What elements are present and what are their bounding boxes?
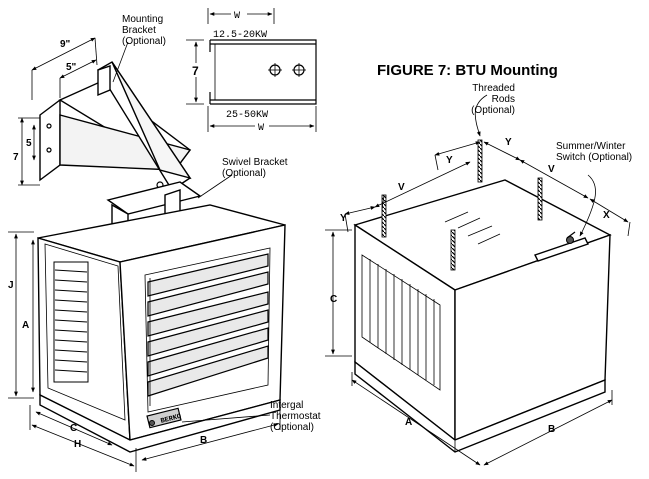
inset-dim-7: 7 (192, 64, 199, 78)
inset-kw-bottom: 25-50KW (226, 110, 268, 121)
left-dim-5in: 5" (66, 62, 77, 73)
left-dim-9: 9" (60, 39, 71, 50)
bracket-detail-inset: W 12.5-20KW 7 25-50KW W (186, 8, 317, 134)
left-dim-c: C (70, 423, 77, 434)
side-grill (53, 261, 89, 383)
left-dim-7: 7 (13, 152, 19, 163)
left-dim-a: A (22, 320, 29, 331)
left-dim-b: B (200, 435, 207, 446)
inset-w-bottom: W (258, 123, 264, 134)
right-dim-y-left: Y (340, 213, 347, 224)
right-heater-unit: Y V Y Y V X C A B (325, 94, 631, 466)
front-louvers (144, 247, 271, 413)
right-dim-y-mid: Y (446, 155, 453, 166)
right-dim-v-left: V (398, 182, 405, 193)
right-dim-a: A (405, 417, 412, 428)
swivel-bracket-label: Swivel Bracket(Optional) (222, 157, 288, 179)
left-heater-unit: BERKO 9" 5" 7 5 J A C H (8, 37, 286, 472)
left-dim-h: H (74, 439, 81, 450)
right-dim-c: C (330, 294, 337, 305)
right-dim-b: B (548, 424, 555, 435)
right-dim-v-right: V (548, 164, 555, 175)
figure-title: FIGURE 7: BTU Mounting (377, 62, 558, 79)
inset-kw-top: 12.5-20KW (213, 30, 267, 41)
rod-left (381, 194, 387, 238)
inset-w-top: W (234, 11, 240, 22)
left-dim-j: J (8, 280, 14, 291)
rod-front (450, 229, 456, 271)
rod-right (537, 177, 543, 221)
left-dim-5: 5 (26, 138, 32, 149)
rod-top (477, 139, 483, 183)
right-dim-x: X (603, 210, 610, 221)
right-dim-y-mid2: Y (505, 137, 512, 148)
